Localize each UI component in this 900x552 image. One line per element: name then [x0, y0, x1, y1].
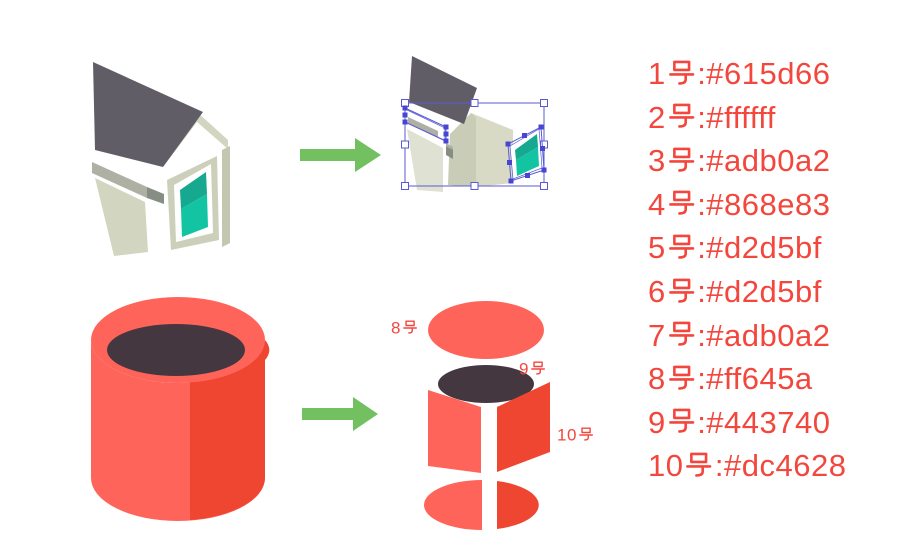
selection-handle	[402, 112, 408, 118]
color-code-item: 2:#ffffff	[648, 99, 776, 135]
fascia-selection	[402, 105, 449, 144]
hao-glyph	[668, 103, 695, 129]
exploded-cylinder-bottom-right	[497, 481, 539, 529]
exploded-house-corner-piece	[446, 146, 453, 159]
house-gable-roof	[156, 112, 228, 167]
cylinder-illustration	[91, 297, 270, 521]
hao-glyph	[579, 427, 593, 441]
color-code-item: 7:#adb0a2	[648, 317, 831, 353]
exploded-house-fascia-gray-strip	[408, 117, 438, 137]
part-label-9: 9	[519, 360, 547, 378]
selection-handle	[470, 182, 479, 190]
hao-glyph	[668, 278, 695, 303]
color-code-item: 6:#d2d5bf	[648, 273, 822, 309]
house-window-glass-top	[180, 172, 207, 209]
arrow-right-icon	[302, 397, 378, 431]
cylinder-body-dark	[190, 340, 265, 520]
selection-handle	[443, 124, 449, 130]
selection-bounding-box	[401, 99, 548, 190]
exploded-cylinder-inner-ellipse	[438, 365, 534, 403]
color-code-item: 3:#adb0a2	[648, 143, 831, 179]
color-code-list: 1:#615d66 2:#ffffff 3:#adb0a2 4:#868e83 …	[648, 52, 846, 488]
selection-handle	[505, 141, 511, 147]
exploded-house-window-glass-bottom	[516, 147, 539, 176]
selection-handle	[443, 131, 449, 137]
exploded-cylinder-right-panel	[497, 382, 550, 472]
hao-glyph	[668, 191, 695, 216]
part-label-8: 8	[391, 319, 419, 337]
exploded-cylinder-bottom-left	[424, 480, 482, 530]
selection-handle	[508, 178, 514, 184]
selection-handle	[470, 99, 479, 107]
selection-handle	[402, 119, 408, 125]
selection-handle	[401, 182, 409, 190]
color-code-item: 1:#615d66	[648, 56, 831, 91]
exploded-house-front-face	[448, 112, 476, 187]
hao-glyph	[668, 60, 695, 85]
selection-handle	[507, 160, 512, 165]
hao-glyph	[668, 321, 695, 346]
house-left-shadow-wall	[95, 178, 148, 256]
exploded-house-window-glass-top	[515, 134, 538, 160]
hao-glyph	[403, 320, 417, 334]
selection-handle	[540, 99, 548, 107]
hao-glyph	[668, 409, 695, 434]
selection-handle	[525, 173, 530, 178]
selection-handle	[402, 105, 408, 111]
house-right-wall-strip	[222, 146, 230, 247]
selection-handle	[522, 133, 527, 138]
exploded-cylinder-left-panel	[428, 390, 481, 473]
selection-handle	[540, 146, 545, 151]
selection-handle	[401, 140, 409, 149]
house-roof-dark	[93, 62, 203, 167]
hao-glyph	[686, 452, 712, 477]
selection-handle	[401, 99, 409, 107]
color-code-item: 5:#d2d5bf	[648, 230, 822, 266]
arrow-right-icon	[300, 138, 381, 172]
color-code-item: 4:#868e83	[648, 186, 831, 222]
hao-glyph	[668, 365, 695, 390]
exploded-house-left-shadow	[407, 129, 443, 192]
part-label-10: 10	[557, 426, 595, 444]
exploded-house-right-wall	[472, 113, 513, 187]
selection-handle	[540, 182, 548, 190]
selection-handle	[538, 124, 544, 130]
color-code-item: 9:#443740	[648, 404, 831, 440]
selection-handle	[443, 138, 449, 144]
exploded-house-corner-piece-top	[446, 143, 453, 150]
exploded-house-roof-dark	[409, 56, 477, 124]
house-illustration	[92, 62, 230, 256]
cylinder-top-inner	[107, 324, 245, 376]
house-window-glass-bottom	[181, 194, 208, 237]
hao-glyph	[668, 147, 695, 172]
house-eave-gray-strip	[92, 162, 147, 198]
exploded-cylinder-illustration	[424, 301, 550, 530]
exploded-house-illustration	[401, 56, 548, 192]
exploded-cylinder-top-ellipse	[428, 301, 544, 359]
color-code-item: 8:#ff645a	[648, 361, 813, 397]
window-selection	[505, 124, 547, 184]
hao-glyph	[668, 234, 695, 259]
house-eave-dark-piece	[147, 187, 164, 204]
color-code-item: 10:#dc4628	[648, 448, 847, 484]
hao-glyph	[531, 361, 545, 375]
selection-handle	[541, 167, 547, 173]
